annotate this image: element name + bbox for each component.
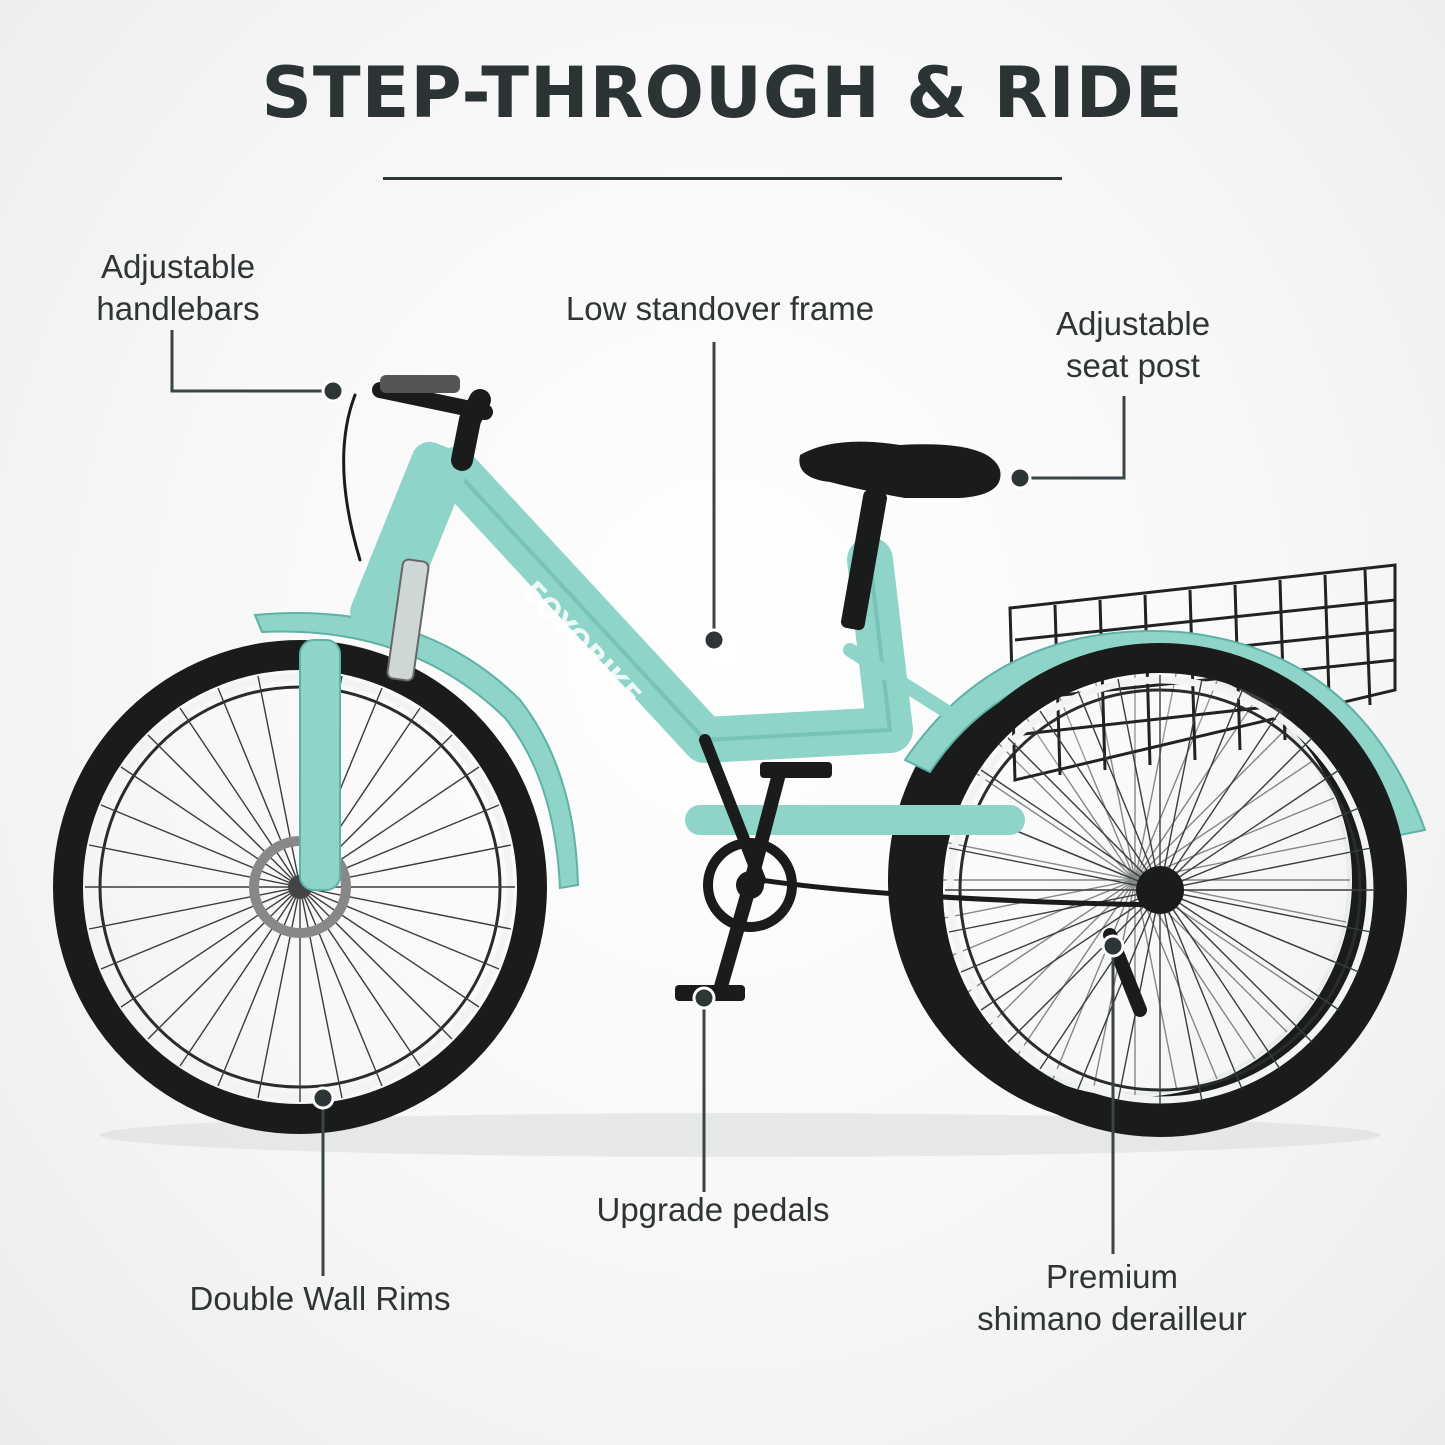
callout-text: seat post [1066,347,1200,384]
callout-text: Adjustable [1055,305,1211,342]
callout-text: Adjustable [100,248,256,285]
rim-marker-dot [311,1086,335,1110]
pedal-marker-dot [692,986,716,1010]
callout-seat-post: Adjustable seat post [1030,303,1236,387]
frame-marker-dot [702,628,726,652]
callout-text: Low standover frame [565,290,875,327]
bike-frame [432,447,1025,886]
drivetrain [675,762,1161,1017]
callout-leaders [170,330,1126,1276]
handlebar-marker-dot [321,379,345,403]
chain [759,877,1161,908]
rear-wheel-near [913,643,1407,1137]
callout-rims: Double Wall Rims [160,1278,480,1320]
front-fender [253,612,580,890]
callout-text: shimano derailleur [977,1300,1247,1337]
callout-text: Double Wall Rims [189,1280,451,1317]
saddle [799,441,1001,498]
callout-text: handlebars [96,290,260,327]
front-fork [299,441,468,891]
callout-frame: Low standover frame [530,288,910,330]
callout-dots [311,379,1125,1110]
rear-hub [1136,866,1184,914]
headline: STEP-THROUGH & RIDE [261,52,1184,134]
pedal [760,762,832,778]
derailleur-marker-dot [1101,934,1125,958]
callout-text: Upgrade pedals [596,1191,830,1228]
callout-text: Premium [1045,1258,1179,1295]
ground-shadow [100,1113,1380,1157]
seat-marker-dot [1008,466,1032,490]
seat [799,441,1001,631]
callout-pedals: Upgrade pedals [560,1189,866,1231]
handlebar [342,375,493,562]
headline-underline [383,177,1062,180]
callout-derailleur: Premium shimano derailleur [945,1256,1279,1340]
callout-handlebars: Adjustable handlebars [70,246,286,330]
